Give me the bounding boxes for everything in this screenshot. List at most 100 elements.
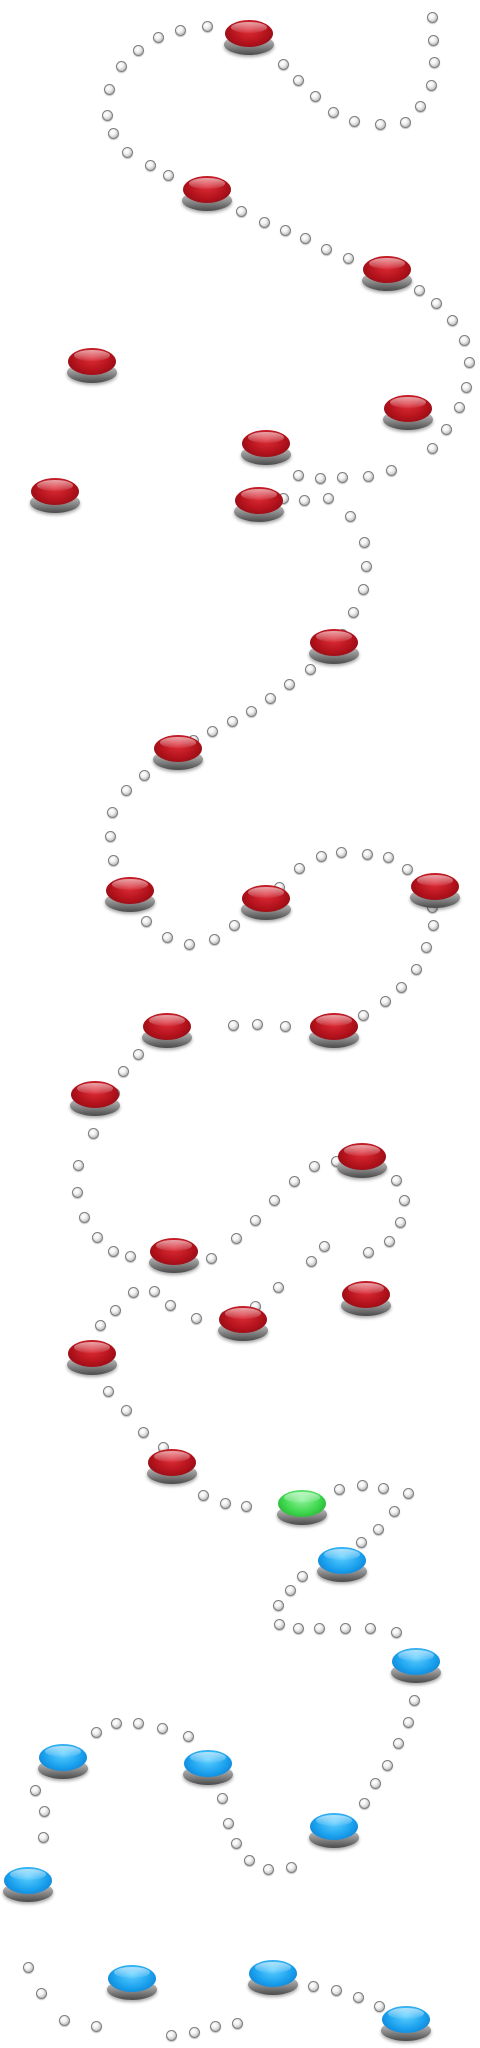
level-button-icon: [184, 1750, 232, 1777]
path-dot-icon: [446, 314, 458, 326]
path-dot-icon: [394, 1216, 406, 1228]
path-dot-icon: [322, 492, 334, 504]
path-dot-icon: [327, 106, 339, 118]
path-dot-icon: [183, 938, 195, 950]
level-button-locked[interactable]: [107, 1964, 157, 2000]
level-button-icon: [108, 1965, 156, 1992]
path-dot-icon: [101, 109, 113, 121]
level-button-icon: [242, 430, 290, 457]
level-button-icon: [154, 735, 202, 762]
path-dot-icon: [90, 1726, 102, 1738]
level-button-completed[interactable]: [153, 734, 203, 770]
level-button-icon: [310, 629, 358, 656]
level-button-completed[interactable]: [309, 1012, 359, 1048]
level-button-completed[interactable]: [341, 1280, 391, 1316]
level-button-icon: [392, 1648, 440, 1675]
path-dot-icon: [264, 692, 276, 704]
path-dot-icon: [201, 20, 213, 32]
path-dot-icon: [152, 31, 164, 43]
level-button-completed[interactable]: [30, 477, 80, 513]
path-dot-icon: [402, 1716, 414, 1728]
level-button-locked[interactable]: [391, 1647, 441, 1683]
level-button-completed[interactable]: [67, 347, 117, 383]
path-dot-icon: [299, 232, 311, 244]
level-button-locked[interactable]: [248, 1959, 298, 1995]
level-button-icon: [183, 176, 231, 203]
path-dot-icon: [137, 1426, 149, 1438]
path-dot-icon: [336, 471, 348, 483]
level-button-locked[interactable]: [381, 2005, 431, 2041]
level-button-icon: [278, 1490, 326, 1517]
path-dot-icon: [115, 60, 127, 72]
path-dot-icon: [358, 1797, 370, 1809]
path-dot-icon: [104, 830, 116, 842]
path-dot-icon: [427, 919, 439, 931]
level-button-completed[interactable]: [105, 876, 155, 912]
path-dot-icon: [35, 1987, 47, 1999]
level-button-completed[interactable]: [182, 175, 232, 211]
path-dot-icon: [356, 1479, 368, 1491]
path-dot-icon: [401, 863, 413, 875]
level-button-completed[interactable]: [142, 1012, 192, 1048]
path-dot-icon: [428, 56, 440, 68]
path-dot-icon: [390, 1174, 402, 1186]
path-dot-icon: [425, 79, 437, 91]
level-button-icon: [71, 1081, 119, 1108]
path-dot-icon: [249, 1214, 261, 1226]
level-button-icon: [411, 873, 459, 900]
level-button-current[interactable]: [277, 1489, 327, 1525]
level-button-completed[interactable]: [224, 19, 274, 55]
level-button-completed[interactable]: [241, 429, 291, 465]
path-dot-icon: [426, 11, 438, 23]
path-dot-icon: [304, 663, 316, 675]
path-dot-icon: [298, 494, 310, 506]
level-button-icon: [106, 877, 154, 904]
path-dot-icon: [272, 1599, 284, 1611]
path-dot-icon: [87, 1127, 99, 1139]
level-button-locked[interactable]: [309, 1812, 359, 1848]
path-dot-icon: [458, 334, 470, 346]
level-button-completed[interactable]: [383, 394, 433, 430]
path-dot-icon: [227, 1019, 239, 1031]
level-button-locked[interactable]: [3, 1866, 53, 1902]
path-dot-icon: [132, 1717, 144, 1729]
path-dot-icon: [318, 1240, 330, 1252]
level-button-completed[interactable]: [337, 1142, 387, 1178]
level-button-completed[interactable]: [362, 255, 412, 291]
level-button-completed[interactable]: [149, 1237, 199, 1273]
level-button-icon: [318, 1547, 366, 1574]
path-dot-icon: [272, 1281, 284, 1293]
level-button-completed[interactable]: [234, 486, 284, 522]
path-dot-icon: [460, 381, 472, 393]
level-button-completed[interactable]: [67, 1339, 117, 1375]
path-dot-icon: [164, 1299, 176, 1311]
path-dot-icon: [107, 854, 119, 866]
path-dot-icon: [382, 851, 394, 863]
path-dot-icon: [399, 116, 411, 128]
path-dot-icon: [279, 224, 291, 236]
path-dot-icon: [388, 1505, 400, 1517]
path-dot-icon: [117, 1065, 129, 1077]
path-dot-icon: [124, 1250, 136, 1262]
level-button-locked[interactable]: [38, 1743, 88, 1779]
path-dot-icon: [277, 58, 289, 70]
path-dot-icon: [205, 1252, 217, 1264]
path-dot-icon: [216, 1792, 228, 1804]
level-button-completed[interactable]: [241, 884, 291, 920]
path-dot-icon: [162, 169, 174, 181]
level-button-completed[interactable]: [309, 628, 359, 664]
path-dot-icon: [228, 919, 240, 931]
path-dot-icon: [292, 469, 304, 481]
level-button-completed[interactable]: [218, 1305, 268, 1341]
path-dot-icon: [392, 1737, 404, 1749]
level-button-completed[interactable]: [70, 1080, 120, 1116]
level-button-completed[interactable]: [147, 1448, 197, 1484]
level-button-locked[interactable]: [183, 1749, 233, 1785]
level-button-icon: [384, 395, 432, 422]
path-dot-icon: [348, 115, 360, 127]
path-dot-icon: [132, 44, 144, 56]
level-button-completed[interactable]: [410, 872, 460, 908]
level-button-locked[interactable]: [317, 1546, 367, 1582]
path-dot-icon: [305, 1255, 317, 1267]
